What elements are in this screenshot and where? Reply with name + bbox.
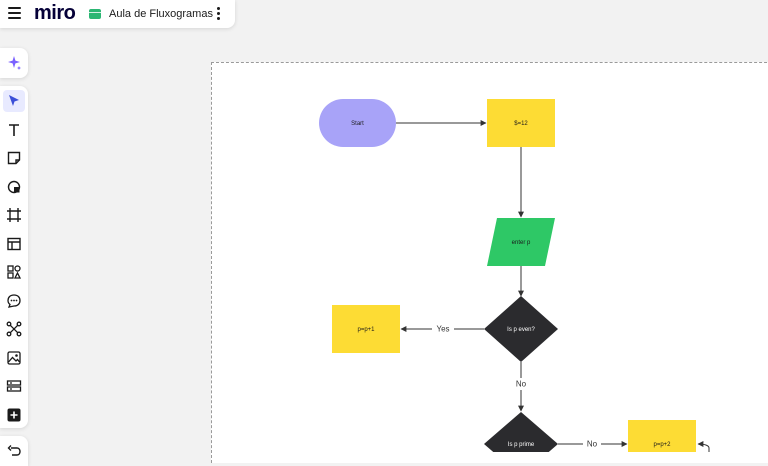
- edge-label-yes[interactable]: Yes: [436, 325, 449, 334]
- cursor-icon: [9, 95, 19, 106]
- text-tool[interactable]: [3, 119, 25, 141]
- board-title[interactable]: Aula de Fluxogramas: [109, 8, 213, 20]
- connectors: [396, 120, 710, 452]
- decision-prime-node[interactable]: [484, 412, 558, 452]
- ai-assist-panel: [0, 48, 28, 78]
- increment-node[interactable]: [332, 305, 400, 353]
- shapes-icon: [7, 180, 21, 194]
- no-label-bg-1: [512, 378, 530, 390]
- miro-logo[interactable]: miro: [34, 2, 76, 24]
- assign-node-label: $=12: [514, 121, 528, 127]
- add-two-node[interactable]: [628, 420, 696, 452]
- decision-prime-label: Is p prime: [508, 442, 535, 448]
- apps-tool[interactable]: [3, 261, 25, 283]
- kanban-tool[interactable]: [3, 375, 25, 397]
- connector-loop-back[interactable]: [697, 441, 710, 452]
- top-bar: miro Aula de Fluxogramas: [0, 0, 235, 28]
- left-toolbar: [0, 86, 28, 428]
- image-icon: [7, 351, 21, 365]
- edge-label-no-1[interactable]: No: [516, 380, 527, 389]
- sticky-note-tool[interactable]: [3, 147, 25, 169]
- no-label-bg-2: [583, 438, 601, 450]
- plus-square-icon: [7, 408, 21, 422]
- apps-icon: [7, 265, 22, 279]
- sticky-note-icon: [7, 151, 21, 165]
- add-two-node-label: p=p+2: [653, 442, 671, 448]
- hamburger-menu-icon[interactable]: [8, 7, 21, 21]
- shapes-tool[interactable]: [3, 176, 25, 198]
- more-options-icon[interactable]: [215, 7, 221, 21]
- text-icon: [9, 124, 19, 136]
- decision-even-label: Is p even?: [507, 327, 535, 333]
- decision-even-node[interactable]: [484, 296, 558, 362]
- comment-icon: [7, 294, 21, 308]
- yes-label-bg: [432, 323, 454, 335]
- start-node-label: Start: [351, 121, 364, 127]
- kanban-icon: [6, 380, 22, 392]
- mind-map-icon: [6, 321, 22, 337]
- frame-tool[interactable]: [3, 204, 25, 226]
- templates-icon: [7, 237, 21, 251]
- edge-label-no-2[interactable]: No: [587, 440, 598, 449]
- sparkle-icon: [8, 56, 21, 70]
- templates-tool[interactable]: [3, 233, 25, 255]
- frame-icon: [7, 208, 21, 222]
- more-tools[interactable]: [3, 404, 25, 426]
- image-upload-tool[interactable]: [3, 347, 25, 369]
- input-node[interactable]: [487, 218, 555, 266]
- board-icon: [89, 9, 101, 19]
- select-tool[interactable]: [3, 90, 25, 112]
- start-node[interactable]: [319, 99, 396, 147]
- input-node-label: enter p: [512, 240, 531, 246]
- assign-node[interactable]: [487, 99, 555, 147]
- comment-tool[interactable]: [3, 290, 25, 312]
- mind-map-tool[interactable]: [3, 318, 25, 340]
- flowchart-canvas: Yes No No Start $=12 enter p Is p even? …: [319, 99, 710, 452]
- ai-sparkle-button[interactable]: [3, 52, 25, 74]
- increment-node-label: p=p+1: [357, 327, 375, 333]
